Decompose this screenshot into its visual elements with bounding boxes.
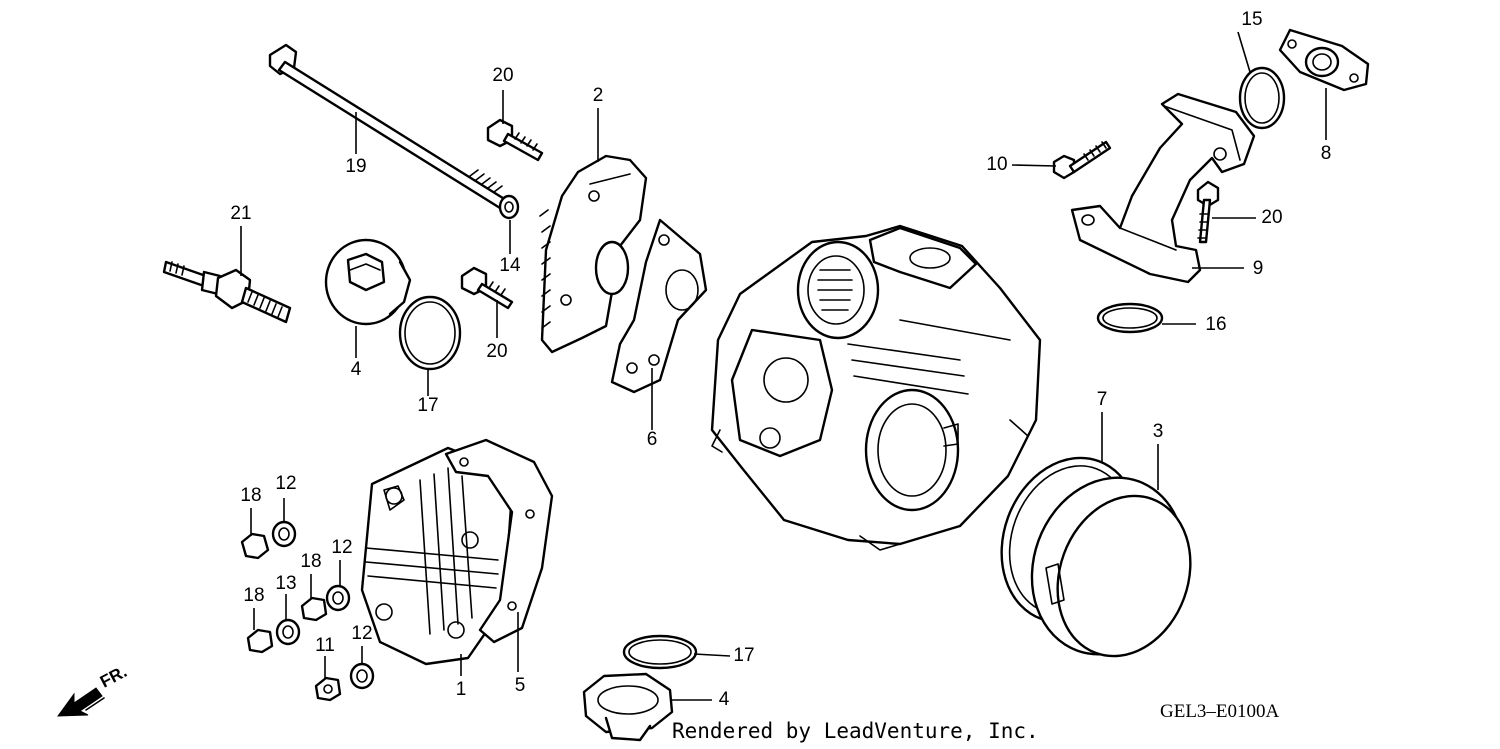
cylinder-head-icon[interactable] [710,224,1042,551]
callout-17-upper: 17 [417,395,438,416]
callout-4-lower: 4 [719,689,730,710]
callout-10: 10 [986,154,1007,175]
callout-20-top: 20 [492,65,513,86]
insulator-icon[interactable] [1278,28,1370,92]
bolt-icon[interactable] [486,118,544,162]
washer-icon[interactable] [271,520,297,548]
callout-18-a: 18 [240,485,261,506]
callout-12-b: 12 [331,537,352,558]
washer-icon[interactable] [349,662,375,690]
tappet-cap-icon[interactable] [582,672,674,742]
side-cover-icon[interactable] [1008,456,1213,676]
callout-2: 2 [593,85,604,106]
callout-8: 8 [1321,143,1332,164]
o-ring-icon[interactable] [1096,302,1164,334]
o-ring-icon[interactable] [398,295,462,371]
bolt-icon[interactable] [460,266,514,310]
callout-7: 7 [1097,389,1108,410]
washer-icon[interactable] [325,584,351,612]
callout-6: 6 [647,429,658,450]
gasket-icon[interactable] [610,218,708,394]
bolt-icon[interactable] [1196,180,1220,244]
callout-3: 3 [1153,421,1164,442]
callout-11: 11 [315,635,335,656]
callout-1: 1 [456,679,467,700]
tappet-cap-icon[interactable] [324,238,412,326]
washer-icon[interactable] [498,194,520,220]
o-ring-icon[interactable] [622,634,698,670]
gasket-icon[interactable] [444,438,554,644]
callout-16: 16 [1205,314,1226,335]
callout-20-mid: 20 [486,341,507,362]
callout-20-right: 20 [1261,207,1282,228]
callout-21: 21 [230,203,251,224]
callout-18-b: 18 [300,551,321,572]
guide-block-icon[interactable] [539,154,648,354]
callout-4-upper: 4 [351,359,362,380]
spark-plug-icon[interactable] [162,260,292,324]
callout-15: 15 [1241,9,1262,30]
washer-icon[interactable] [275,618,301,646]
o-ring-icon[interactable] [1238,66,1286,130]
callout-14: 14 [499,255,521,276]
nut-icon[interactable] [314,676,342,702]
cap-nut-icon[interactable] [246,628,274,654]
stud-bolt-icon[interactable] [268,43,508,210]
callout-18-c: 18 [243,585,264,606]
cap-nut-icon[interactable] [240,532,270,560]
callout-12-c: 12 [351,623,372,644]
front-direction-label: FR. [97,662,130,692]
callout-12-a: 12 [275,473,296,494]
intake-pipe-icon[interactable] [1070,92,1256,284]
callout-17-lower: 17 [733,645,754,666]
callout-13: 13 [275,573,296,594]
leader-lines [240,31,1327,701]
front-direction-arrow-icon: FR. [56,662,130,717]
callout-5: 5 [515,675,526,696]
callout-9: 9 [1253,258,1264,279]
callout-labels: 1 2 3 4 4 5 6 7 8 9 10 11 12 12 12 13 14… [230,9,1331,710]
diagram-code: GEL3–E0100A [1160,701,1280,722]
cap-nut-icon[interactable] [300,596,328,622]
render-credit: Rendered by LeadVenture, Inc. [672,719,1039,743]
callout-19: 19 [345,156,366,177]
bolt-icon[interactable] [1052,140,1112,180]
